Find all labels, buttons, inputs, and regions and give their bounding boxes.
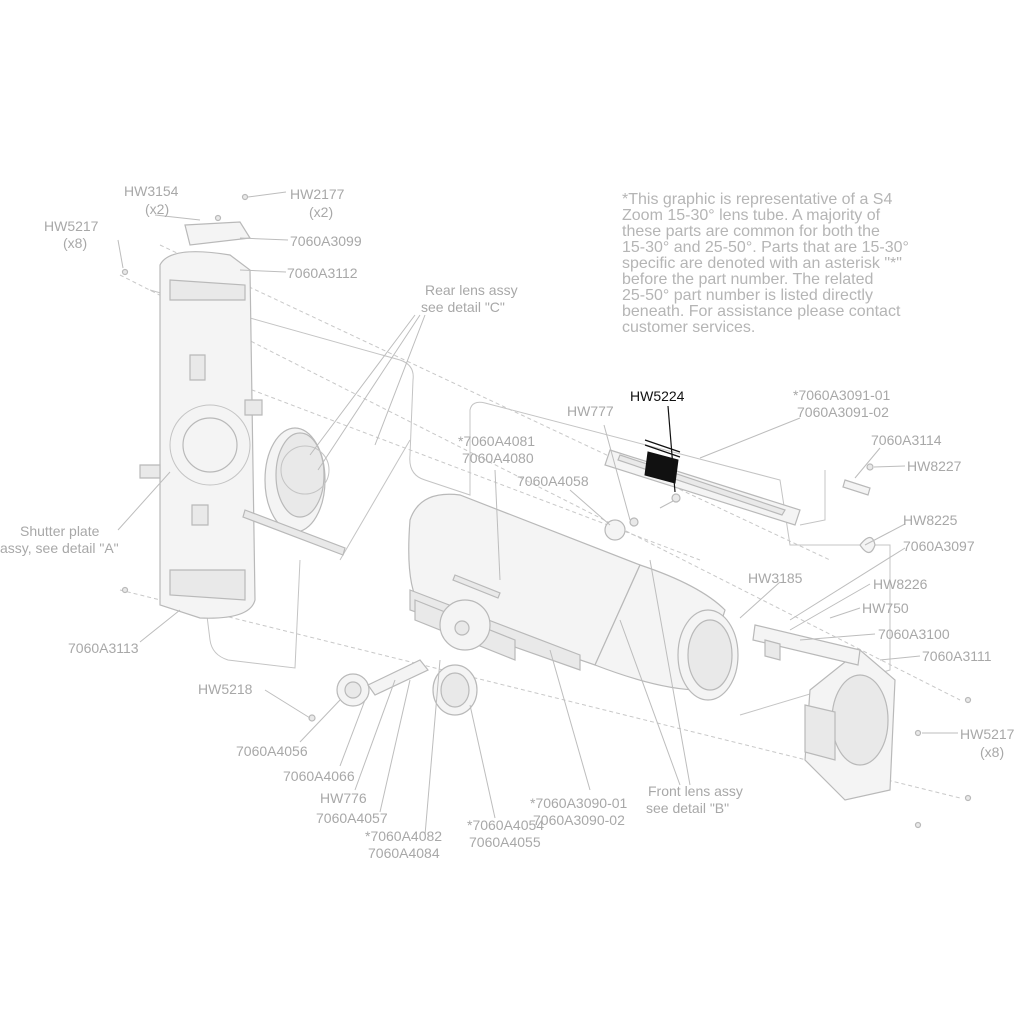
note-line-8: beneath. For assistance please contact: [622, 303, 901, 320]
label-hw777: HW777: [567, 403, 614, 419]
label-7060a3090-01: *7060A3090-01: [530, 795, 628, 811]
label-7060a4054: *7060A4054: [467, 817, 544, 833]
label-7060a3097: 7060A3097: [903, 538, 975, 554]
top-rail: [604, 439, 801, 526]
label-hw2177-qty: (x2): [309, 204, 333, 220]
label-shutter-2: assy, see detail "A": [0, 540, 119, 556]
note-line-4: 15-30° and 25-50°. Parts that are 15-30°: [622, 239, 909, 256]
lens-tube: [408, 493, 739, 701]
label-7060a3100: 7060A3100: [878, 626, 950, 642]
label-shutter-1: Shutter plate: [20, 523, 100, 539]
front-gate: [752, 624, 896, 801]
label-7060a4084: 7060A4084: [368, 845, 440, 861]
label-7060a3099: 7060A3099: [290, 233, 362, 249]
note-line-3: these parts are common for both the: [622, 223, 880, 240]
label-7060a3091-02: 7060A3091-02: [797, 404, 889, 420]
note-line-9: customer services.: [622, 319, 755, 336]
hw5224-highlight: [644, 451, 679, 484]
shutter-frame: [139, 221, 263, 619]
label-7060a4057: 7060A4057: [316, 810, 388, 826]
rear-lens-assembly: [242, 427, 346, 556]
note-line-7: 25-50° part number is listed directly: [622, 287, 873, 304]
label-7060a4082: *7060A4082: [365, 828, 442, 844]
label-7060a3091-01: *7060A3091-01: [793, 387, 891, 403]
label-7060a4055: 7060A4055: [469, 834, 541, 850]
label-hw8227: HW8227: [907, 458, 962, 474]
note-line-1: *This graphic is representative of a S4: [622, 191, 892, 208]
label-hw5217-bottom-qty: (x8): [980, 744, 1004, 760]
hardware-screws: [121, 193, 972, 829]
label-7060a4081: *7060A4081: [458, 433, 535, 449]
label-rear-lens-2: see detail "C": [421, 299, 505, 315]
label-hw5217-top: HW5217: [44, 218, 99, 234]
label-hw8225: HW8225: [903, 512, 958, 528]
label-hw3154-qty: (x2): [145, 201, 169, 217]
label-hw750: HW750: [862, 600, 909, 616]
label-7060a3114: 7060A3114: [871, 432, 942, 448]
label-hw8226: HW8226: [873, 576, 928, 592]
label-7060a3113: 7060A3113: [68, 640, 139, 656]
label-7060a4056: 7060A4056: [236, 743, 308, 759]
label-hw2177: HW2177: [290, 186, 345, 202]
label-hw3154: HW3154: [124, 183, 179, 199]
label-hw5218: HW5218: [198, 681, 253, 697]
label-hw3185: HW3185: [748, 570, 803, 586]
label-7060a3111: 7060A3111: [922, 648, 992, 664]
label-hw776: HW776: [320, 790, 367, 806]
label-front-lens-1: Front lens assy: [648, 783, 743, 799]
note-line-2: Zoom 15-30° lens tube. A majority of: [622, 207, 881, 224]
label-7060a4080: 7060A4080: [462, 450, 534, 466]
part-labels: HW3154 (x2) HW2177 (x2) HW5217 (x8) 7060…: [0, 183, 1015, 861]
leader-lines: [117, 191, 958, 836]
label-rear-lens-1: Rear lens assy: [425, 282, 518, 298]
label-hw5224: HW5224: [630, 388, 685, 404]
label-7060a4066: 7060A4066: [283, 768, 355, 784]
focus-knob: [336, 599, 491, 716]
label-7060a4058: 7060A4058: [517, 473, 589, 489]
note-line-6: before the part number. The related: [622, 271, 873, 288]
label-front-lens-2: see detail "B": [646, 800, 729, 816]
label-hw5217-bottom: HW5217: [960, 726, 1015, 742]
label-7060a3090-02: 7060A3090-02: [533, 812, 625, 828]
label-7060a3112: 7060A3112: [287, 265, 358, 281]
note-line-5: specific are denoted with an asterisk "*…: [622, 255, 902, 272]
label-hw5217-top-qty: (x8): [63, 235, 87, 251]
note-block: *This graphic is representative of a S4 …: [622, 191, 909, 336]
